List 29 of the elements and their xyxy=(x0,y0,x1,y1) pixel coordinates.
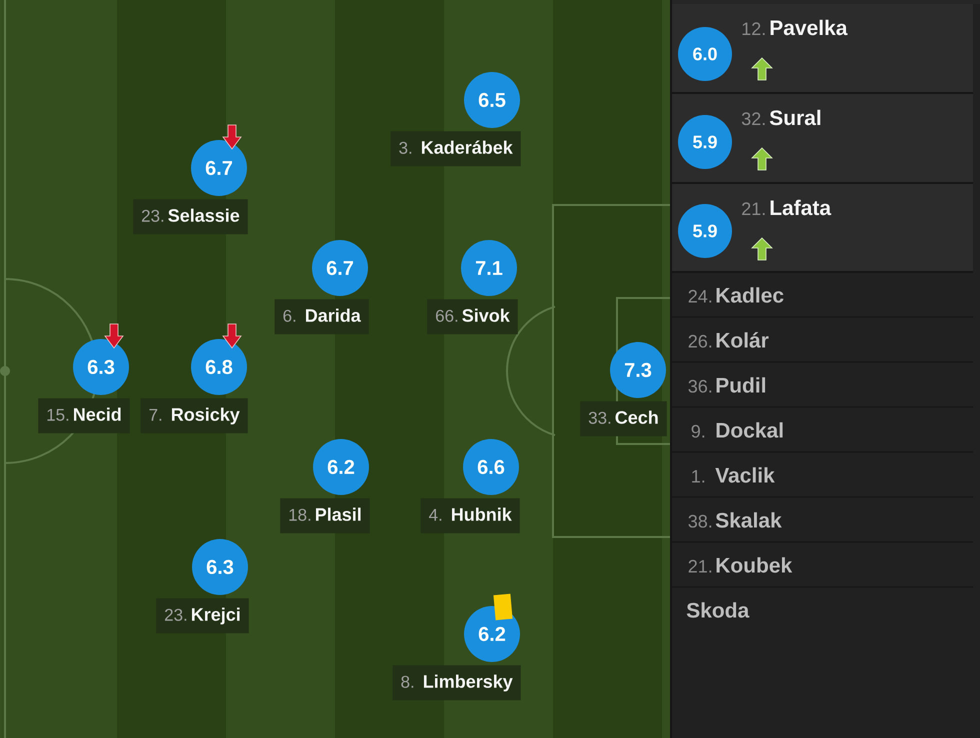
player-name: Pudil xyxy=(716,377,766,393)
shirt-number: 21. xyxy=(688,560,712,572)
name-plate: 3. Kaderábek xyxy=(390,131,521,166)
player-name: Kadlec xyxy=(716,287,784,303)
player-name: Skalak xyxy=(716,512,782,528)
player-name: Dockal xyxy=(716,422,783,438)
shirt-number: 36. xyxy=(688,380,712,393)
name-plate: 4. Hubnik xyxy=(420,498,520,534)
name-plate: 6. Darida xyxy=(274,299,369,334)
name-plate: 18. Plasil xyxy=(280,498,370,534)
player-name: Vaclik xyxy=(715,467,775,483)
name-plate: 15. Necid xyxy=(38,398,130,434)
name-plate: 7. Rosicky xyxy=(140,398,248,434)
name-plate: 8. Limbersky xyxy=(392,665,521,700)
shirt-number: 26. xyxy=(688,334,712,348)
player-name: Kolár xyxy=(716,332,769,348)
player-name: 32. Sural xyxy=(742,110,820,126)
shirt-number: 9. xyxy=(692,424,704,438)
name-plate: 23. Selassie xyxy=(133,199,248,234)
name-plate: 33. Cech xyxy=(580,401,667,436)
name-plate: 66. Sivok xyxy=(427,299,518,334)
shirt-number: 38. xyxy=(688,514,712,528)
name-plate: 23. Krejci xyxy=(156,598,249,634)
shirt-number: 1. xyxy=(692,470,704,482)
player-name: Koubek xyxy=(716,557,792,573)
shirt-number: 24. xyxy=(688,290,712,302)
player-name: 21. Lafata xyxy=(742,200,832,216)
player-name: Skoda xyxy=(686,602,750,618)
player-name: 12. Pavelka xyxy=(742,20,848,36)
